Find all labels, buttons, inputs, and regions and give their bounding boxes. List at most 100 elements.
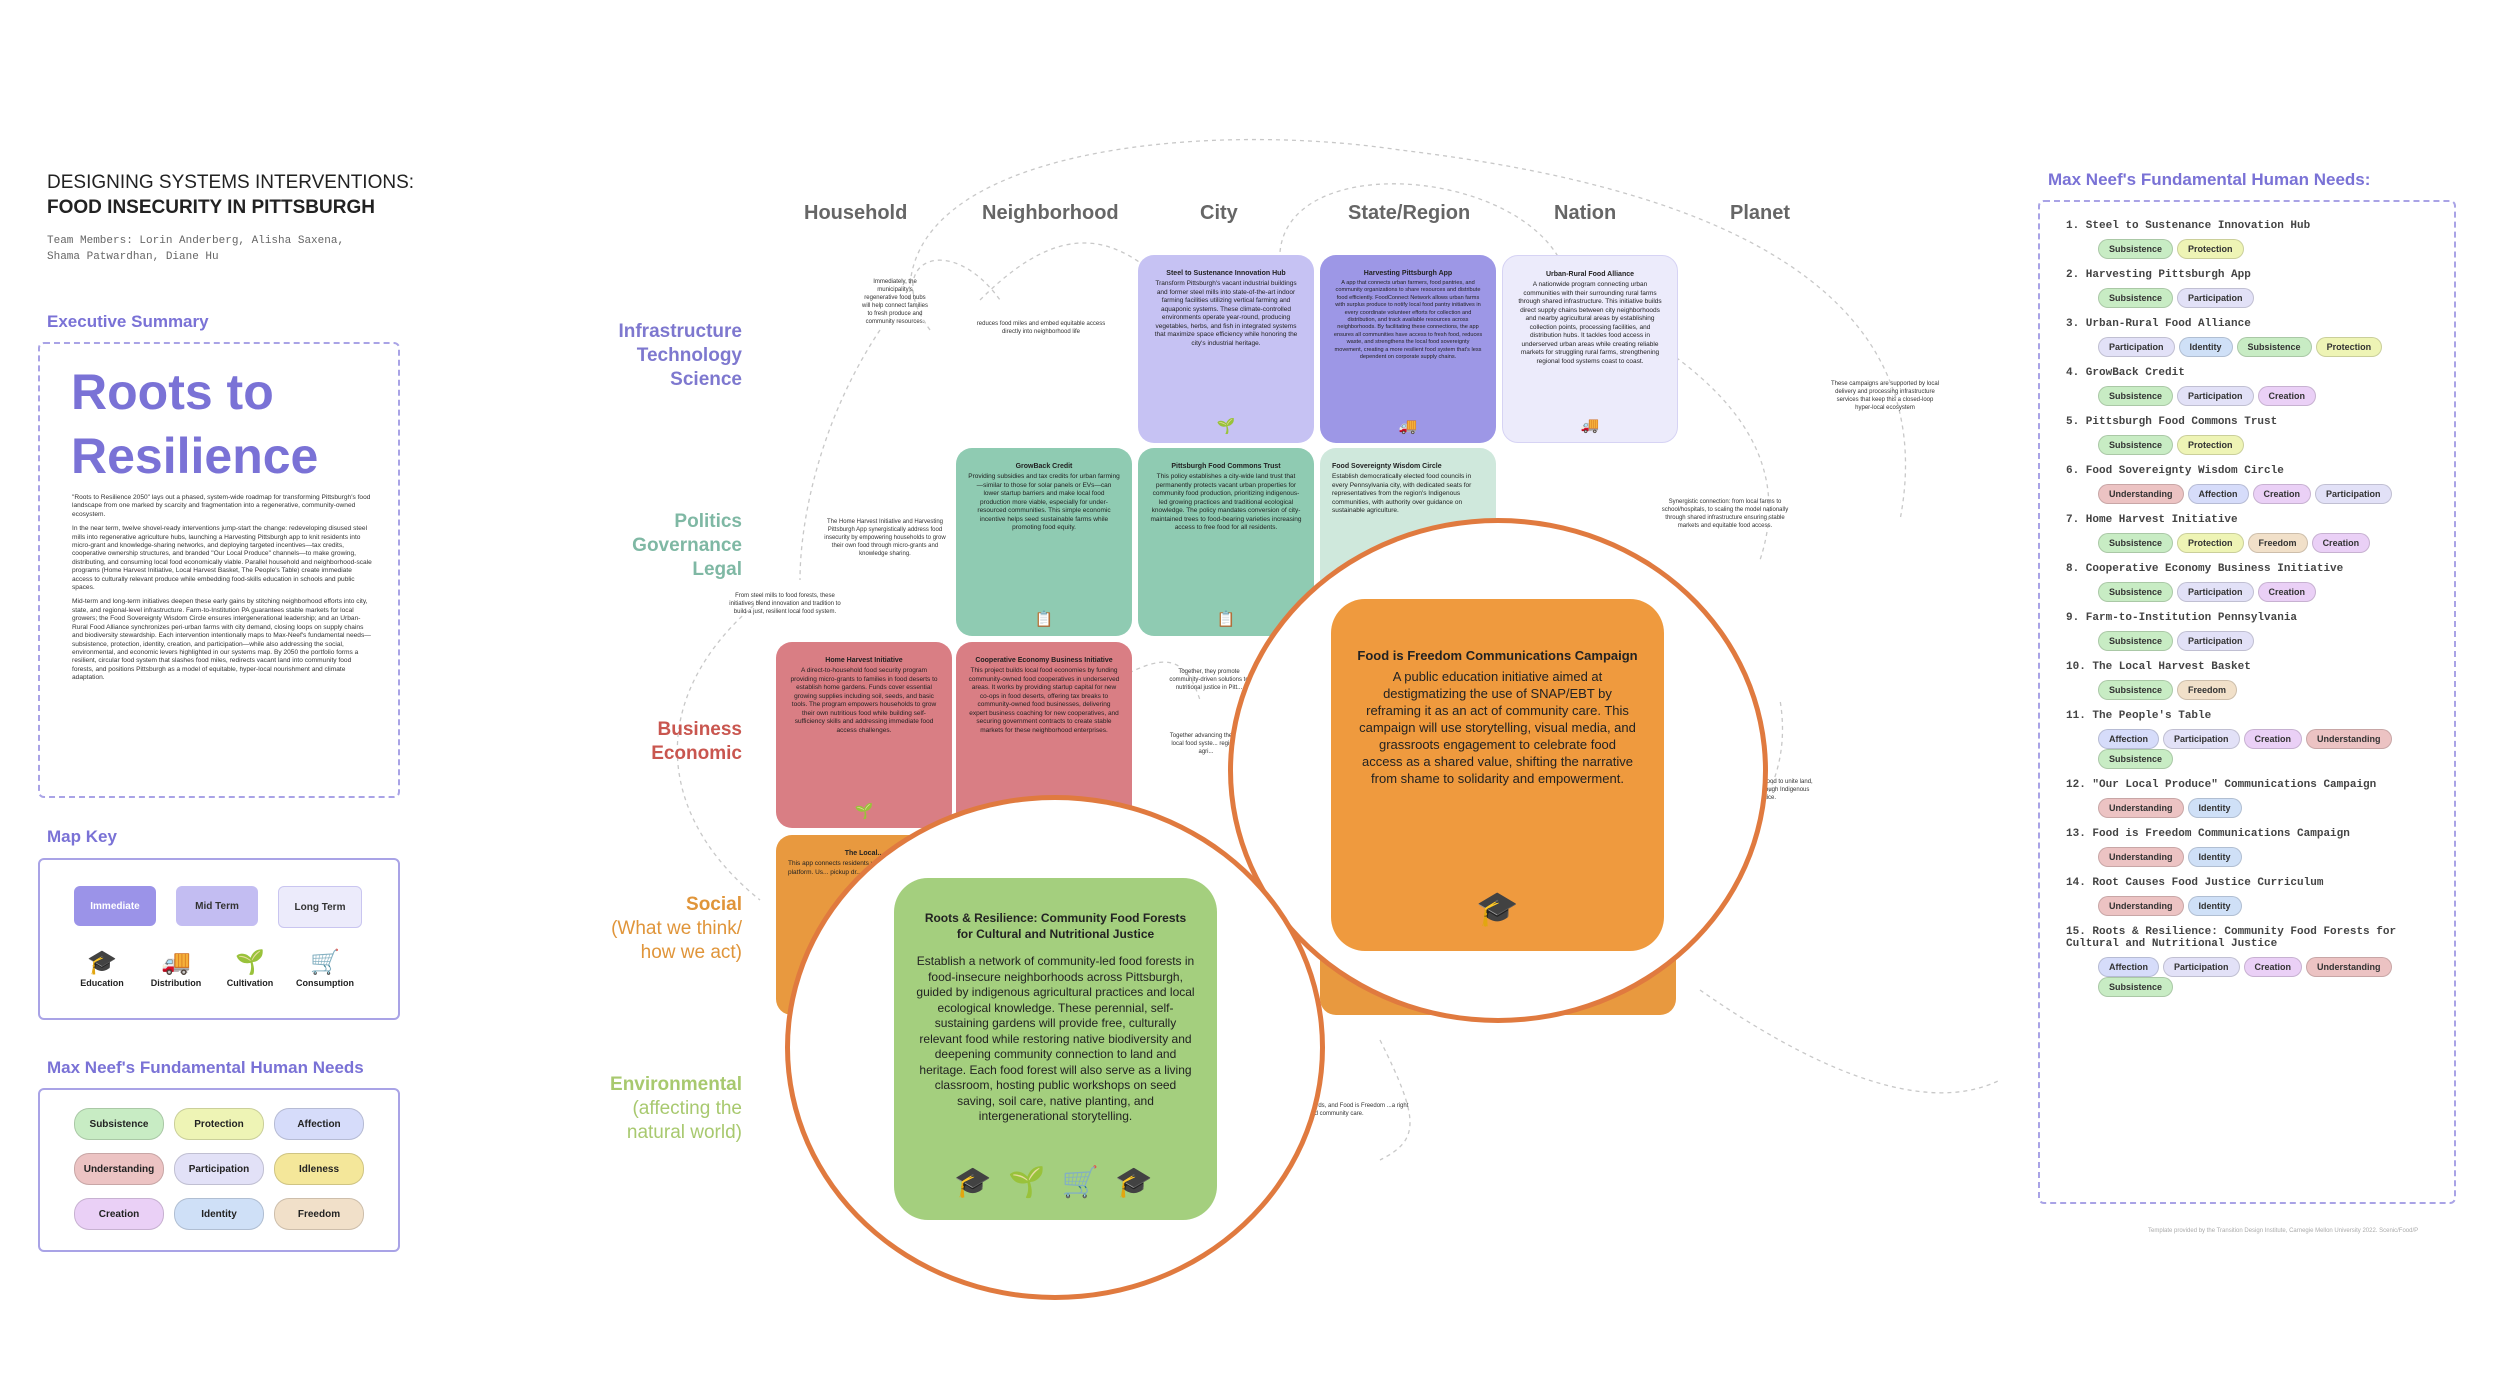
card-title: Food is Freedom Communications Campaign xyxy=(1357,648,1638,663)
card-urban-rural-alliance[interactable]: Urban-Rural Food Alliance A nationwide p… xyxy=(1502,255,1678,443)
plant-icon: 🌱 xyxy=(1216,418,1236,435)
need-tag-creation: Creation xyxy=(2311,533,2371,553)
truck-icon: 🚚 xyxy=(1580,417,1600,434)
column-nation: Nation xyxy=(1554,202,1617,224)
need-tag-protection: Protection xyxy=(2177,239,2244,259)
row-label: how we act) xyxy=(640,942,742,963)
distribution-key: 🚚Distribution xyxy=(136,948,216,988)
card-title: Food Sovereignty Wisdom Circle xyxy=(1332,463,1442,470)
annotation-note: Immediately, the municipality's regenera… xyxy=(861,279,929,325)
card-food-commons-trust[interactable]: Pittsburgh Food Commons Trust This polic… xyxy=(1138,448,1314,636)
needs-item-label: 5. Pittsburgh Food Commons Trust xyxy=(2066,416,2278,428)
card-body: A direct-to-household food security prog… xyxy=(790,667,938,734)
map-key-heading: Map Key xyxy=(47,827,117,846)
cultivation-label: Cultivation xyxy=(226,978,274,988)
needs-item-label: 13. Food is Freedom Communications Campa… xyxy=(2066,828,2350,840)
card-title: Urban-Rural Food Alliance xyxy=(1545,271,1635,278)
education-label: Education xyxy=(80,978,124,988)
card-harvesting-app[interactable]: Harvesting Pittsburgh App A app that con… xyxy=(1320,255,1496,443)
key-mid-term: Mid Term xyxy=(176,886,258,926)
card-home-harvest[interactable]: Home Harvest Initiative A direct-to-hous… xyxy=(776,642,952,828)
annotation-note: The Home Harvest Initiative and Harvesti… xyxy=(824,519,946,557)
card-steel-to-sustenance[interactable]: Steel to Sustenance Innovation Hub Trans… xyxy=(1138,255,1314,443)
card-growback-credit[interactable]: GrowBack Credit Providing subsidies and … xyxy=(956,448,1132,636)
executive-summary-heading: Executive Summary xyxy=(47,312,209,331)
need-tag-participation: Participation xyxy=(2177,386,2254,406)
needs-key-panel: Subsistence Protection Affection Underst… xyxy=(38,1088,400,1252)
connector-curve xyxy=(1379,1039,1411,1161)
need-tag-subsistence: Subsistence xyxy=(2098,239,2174,259)
need-tag-participation: Participation xyxy=(2163,729,2240,749)
needs-list-item: 13. Food is Freedom Communications Campa… xyxy=(2066,828,2434,867)
need-tag-creation: Creation xyxy=(2243,957,2303,977)
need-tag-creation: Creation xyxy=(2243,729,2303,749)
card-roots-resilience-forests[interactable]: Roots & Resilience: Community Food Fores… xyxy=(894,878,1217,1220)
row-label: Infrastructure xyxy=(618,321,742,342)
truck-icon: 🚚 xyxy=(1398,418,1418,435)
need-tag-creation: Creation xyxy=(2257,582,2317,602)
card-body: Establish a network of community-led foo… xyxy=(916,954,1195,1123)
row-label: natural world) xyxy=(626,1122,742,1143)
card-body: Providing subsidies and tax credits for … xyxy=(968,473,1120,531)
need-tag-understanding: Understanding xyxy=(2098,847,2184,867)
page-title-line1: DESIGNING SYSTEMS INTERVENTIONS: xyxy=(47,172,415,193)
annotation-note: ...food to unite land, ...ough Indigenou… xyxy=(1760,779,1813,801)
need-tag-protection: Protection xyxy=(2315,337,2383,357)
connector-curve xyxy=(676,599,761,901)
need-tag-subsistence: Subsistence xyxy=(2098,386,2174,406)
need-tag-subsistence: Subsistence xyxy=(2098,977,2174,997)
connector-curve xyxy=(979,242,1151,301)
graduation-cap-icon: 🎓 xyxy=(1476,890,1519,928)
connector-curve xyxy=(1579,299,1770,561)
column-city: City xyxy=(1200,202,1238,224)
row-label: Legal xyxy=(692,559,742,580)
graduation-cap-icon: 🎓 xyxy=(87,949,117,976)
card-title: GrowBack Credit xyxy=(1015,463,1073,470)
needs-item-label: 12. "Our Local Produce" Communications C… xyxy=(2066,779,2377,791)
column-planet: Planet xyxy=(1730,202,1791,224)
annotation-note: ...ards, and Food is Freedom ...a right … xyxy=(1308,1103,1409,1117)
need-tag-identity: Identity xyxy=(2178,337,2233,357)
footer-credit: Template provided by the Transition Desi… xyxy=(2148,1228,2419,1234)
card-body: This app connects residents with local f… xyxy=(788,860,928,876)
summary-paragraph: In the near term, twelve shovel-ready in… xyxy=(72,525,372,592)
need-tag-understanding: Understanding xyxy=(2098,798,2184,818)
need-understanding: Understanding xyxy=(74,1153,164,1185)
need-tag-participation: Participation xyxy=(2163,957,2240,977)
row-social: Social(What we think/how we act) xyxy=(560,893,742,965)
forest-icons: 🎓 🌱 🛒 🎓 xyxy=(954,1166,1157,1199)
page-title-line2: FOOD INSECURITY IN PITTSBURGH xyxy=(47,197,375,218)
card-body: Establish democratically elected food co… xyxy=(1332,473,1472,514)
summary-paragraph: "Roots to Resilience 2050" lays out a ph… xyxy=(72,494,371,518)
need-tag-protection: Protection xyxy=(2177,533,2244,553)
summary-body: "Roots to Resilience 2050" lays out a ph… xyxy=(72,494,372,683)
zoom-circle-food-freedom: Food is Freedom Communications Campaign … xyxy=(1228,518,1768,1023)
need-tag-affection: Affection xyxy=(2098,729,2159,749)
annotation-note: These campaigns are supported by local d… xyxy=(1830,381,1940,411)
plant-icon: 🌱 xyxy=(854,803,874,820)
needs-item-label: 3. Urban-Rural Food Alliance xyxy=(2066,318,2251,330)
row-label: Economic xyxy=(651,743,742,764)
need-tag-subsistence: Subsistence xyxy=(2098,680,2174,700)
column-neighborhood: Neighborhood xyxy=(982,202,1119,224)
executive-summary-panel: Roots to Resilience "Roots to Resilience… xyxy=(38,342,400,798)
needs-item-label: 8. Cooperative Economy Business Initiati… xyxy=(2066,563,2344,575)
row-label: Politics xyxy=(674,511,742,532)
need-subsistence: Subsistence xyxy=(74,1108,164,1140)
card-food-is-freedom[interactable]: Food is Freedom Communications Campaign … xyxy=(1331,599,1664,951)
connector-curve xyxy=(1699,989,2001,1094)
card-title: Cooperative Economy Business Initiative xyxy=(975,657,1113,664)
card-cooperative-economy[interactable]: Cooperative Economy Business Initiative … xyxy=(956,642,1132,828)
need-tag-participation: Participation xyxy=(2315,484,2392,504)
